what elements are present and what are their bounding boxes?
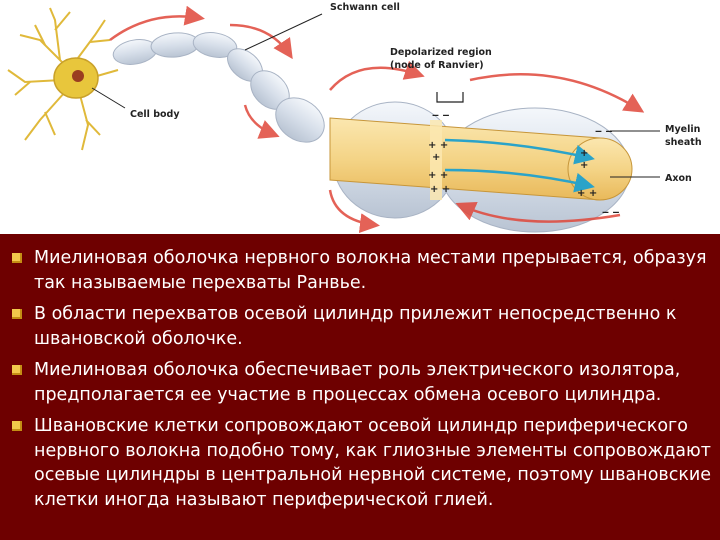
- svg-text:+ +: + +: [577, 188, 597, 199]
- bullet-text: В области перехватов осевой цилиндр прил…: [34, 304, 677, 349]
- bullet-square-icon: [12, 365, 22, 375]
- svg-text:+: +: [432, 152, 440, 163]
- leader-lines: [91, 13, 660, 178]
- svg-text:+ +: + +: [428, 140, 448, 151]
- neuron-diagram: ‒ ‒ + + + + + + + + + + + ‒ ‒ ‒ ‒ Schwan…: [0, 0, 720, 234]
- label-node-of-ranvier: (node of Ranvier): [390, 60, 484, 71]
- bullet-square-icon: [12, 421, 22, 431]
- label-cell-body: Cell body: [130, 109, 180, 120]
- charges: ‒ ‒ + + + + + + + + + + + ‒ ‒ ‒ ‒: [428, 110, 619, 218]
- bullet-square-icon: [12, 309, 22, 319]
- bullet-list: Миелиновая оболочка нервного волокна мес…: [0, 234, 720, 540]
- neuron-diagram-svg: ‒ ‒ + + + + + + + + + + + ‒ ‒ ‒ ‒ Schwan…: [7, 2, 702, 234]
- svg-text:+: +: [580, 148, 588, 159]
- svg-text:‒ ‒: ‒ ‒: [595, 126, 612, 137]
- svg-text:+: +: [580, 160, 588, 171]
- bullet-item: В области перехватов осевой цилиндр прил…: [0, 302, 720, 351]
- label-depolarized-region: Depolarized region: [390, 47, 492, 58]
- bullet-square-icon: [12, 253, 22, 263]
- label-axon: Axon: [665, 173, 692, 184]
- current-arrows: [109, 5, 645, 234]
- label-myelin: Myelin: [665, 124, 701, 135]
- bullet-text: Миелиновая оболочка обеспечивает роль эл…: [34, 360, 681, 405]
- node-bracket: [436, 92, 464, 103]
- bullet-item: Миелиновая оболочка нервного волокна мес…: [0, 246, 720, 295]
- bullet-item: Миелиновая оболочка обеспечивает роль эл…: [0, 358, 720, 407]
- bullet-text: Миелиновая оболочка нервного волокна мес…: [34, 248, 707, 293]
- bullet-text: Швановские клетки сопровождают осевой ци…: [34, 416, 712, 510]
- svg-text:‒ ‒: ‒ ‒: [432, 110, 449, 121]
- schwann-cell-chain: [112, 32, 325, 143]
- cell-body-shape: [7, 7, 119, 151]
- myelin-segments: [329, 101, 633, 233]
- svg-text:+ +: + +: [428, 170, 448, 181]
- svg-text:‒ ‒: ‒ ‒: [602, 207, 619, 218]
- label-schwann-cell: Schwann cell: [330, 2, 400, 13]
- ion-flow-arrows: [444, 138, 595, 193]
- label-sheath: sheath: [665, 137, 702, 148]
- svg-text:+ +: + +: [430, 184, 450, 195]
- bullet-item: Швановские клетки сопровождают осевой ци…: [0, 414, 720, 512]
